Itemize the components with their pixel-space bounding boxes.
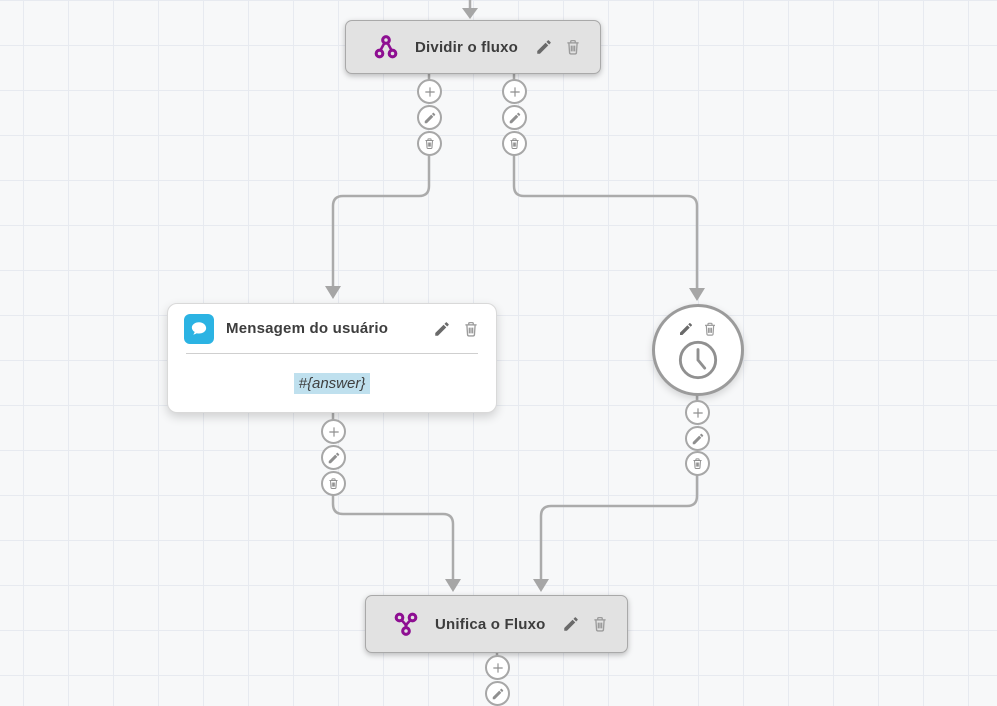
delete-node-button[interactable]	[591, 615, 609, 633]
split-flow-icon	[372, 33, 400, 61]
chat-bubble-icon	[184, 313, 214, 344]
card-divider	[186, 353, 478, 354]
edit-connection-button[interactable]	[321, 445, 346, 470]
delete-connection-button[interactable]	[417, 131, 442, 156]
delete-node-button[interactable]	[702, 321, 718, 337]
delete-connection-button[interactable]	[321, 471, 346, 496]
add-step-button[interactable]	[485, 655, 510, 680]
variable-chip: #{answer}	[293, 372, 371, 394]
delete-node-button[interactable]	[564, 38, 582, 56]
add-step-button[interactable]	[321, 419, 346, 444]
delete-connection-button[interactable]	[502, 131, 527, 156]
node-title: Dividir o fluxo	[415, 38, 519, 56]
add-step-button[interactable]	[685, 400, 710, 425]
add-step-button[interactable]	[502, 79, 527, 104]
connector-layer	[325, 0, 705, 658]
edit-node-button[interactable]	[535, 38, 553, 56]
edit-connection-button[interactable]	[685, 426, 710, 451]
edit-node-button[interactable]	[678, 321, 694, 337]
node-title: Unifica o Fluxo	[435, 615, 546, 633]
node-split-flow[interactable]: Dividir o fluxo	[345, 20, 601, 74]
node-title: Mensagem do usuário	[226, 320, 389, 337]
add-step-button[interactable]	[417, 79, 442, 104]
edit-node-button[interactable]	[433, 320, 451, 338]
node-merge-flow[interactable]: Unifica o Fluxo	[365, 595, 628, 653]
merge-flow-icon	[392, 610, 420, 638]
edit-connection-button[interactable]	[502, 105, 527, 130]
node-timer[interactable]	[652, 304, 744, 396]
edit-connection-button[interactable]	[417, 105, 442, 130]
edit-connection-button[interactable]	[485, 681, 510, 706]
delete-node-button[interactable]	[462, 320, 480, 338]
clock-icon	[677, 339, 719, 381]
delete-connection-button[interactable]	[685, 451, 710, 476]
node-user-message[interactable]: Mensagem do usuário #{answer}	[167, 303, 497, 413]
card-header: Mensagem do usuário	[168, 304, 496, 353]
edit-node-button[interactable]	[562, 615, 580, 633]
card-body: #{answer}	[168, 354, 496, 412]
